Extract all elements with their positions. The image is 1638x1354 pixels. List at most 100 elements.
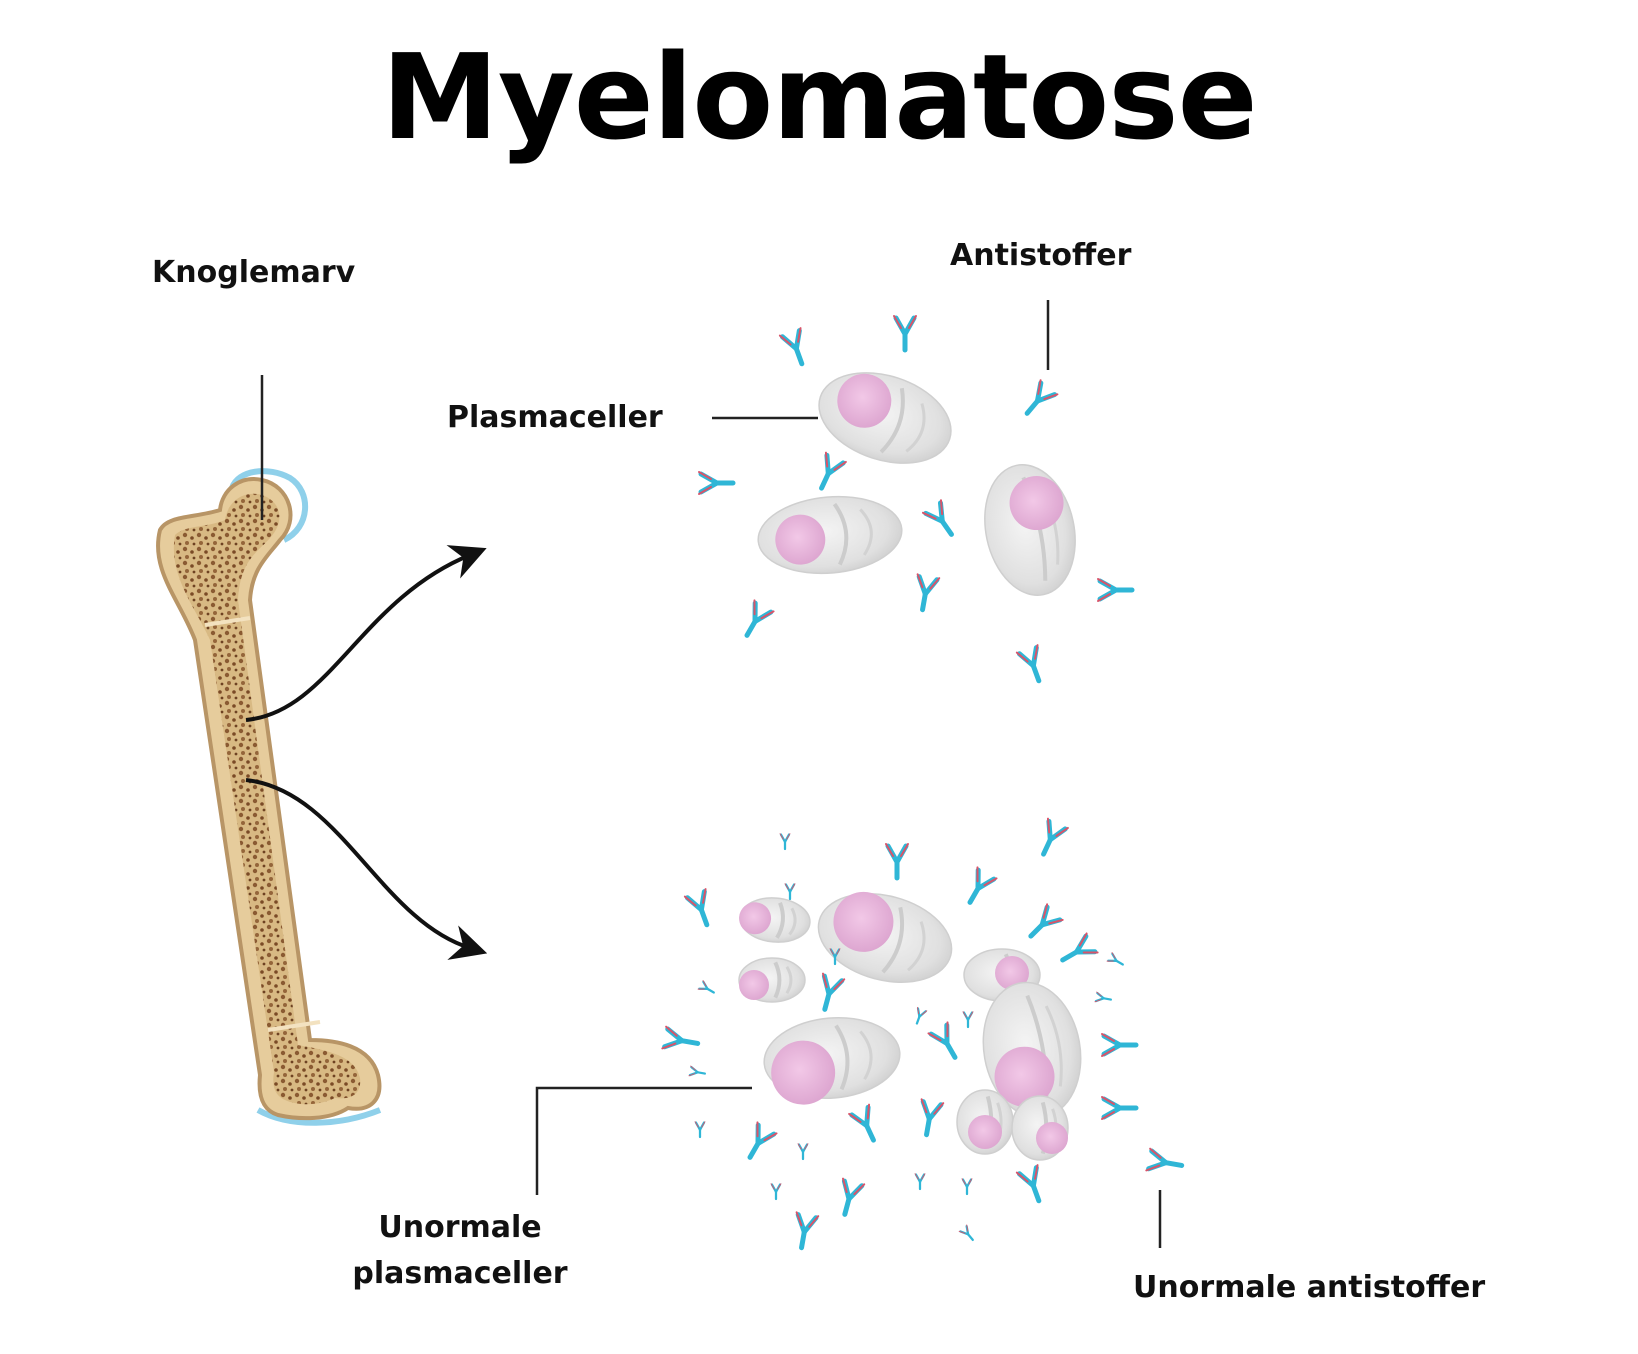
cell-shading bbox=[834, 1024, 850, 1091]
antibody-light-chain bbox=[933, 1102, 945, 1115]
antibody-light-chain bbox=[829, 948, 834, 955]
antibodies-group bbox=[661, 315, 1185, 1251]
antibody-light-chain bbox=[797, 327, 802, 343]
antibody-light-chain bbox=[866, 1103, 871, 1120]
antibody-light-chain bbox=[1078, 932, 1088, 947]
antibody-light-chain bbox=[969, 1011, 974, 1018]
antibody-stem bbox=[696, 1071, 706, 1075]
antibody-light-chain bbox=[698, 486, 712, 495]
cell-shading bbox=[881, 906, 905, 974]
small-antibody bbox=[688, 1065, 706, 1077]
antibody-light-chain bbox=[690, 1065, 696, 1071]
antibody-stem bbox=[967, 885, 981, 905]
abnormal-antibody bbox=[747, 1121, 778, 1160]
abnormal-antibody bbox=[1041, 817, 1069, 857]
antibody-stem bbox=[747, 1140, 761, 1160]
cell-nucleus bbox=[995, 956, 1029, 990]
antibody-light-chain bbox=[914, 1173, 919, 1180]
antibody-stem bbox=[799, 1229, 807, 1251]
antibody-light-chain bbox=[1042, 903, 1049, 919]
abnormal-plasma-cell bbox=[1011, 1095, 1069, 1161]
abnormal-antibody bbox=[1060, 932, 1099, 963]
antibody-light-chain bbox=[1097, 593, 1111, 602]
femur-bone-illustration bbox=[156, 468, 382, 1126]
antibody-light-chain bbox=[1082, 951, 1099, 954]
cell-shading bbox=[832, 502, 849, 566]
antibody-light-chain bbox=[804, 1143, 809, 1150]
antibody-light-chain bbox=[848, 1112, 862, 1123]
antibody-light-chain bbox=[821, 972, 828, 989]
antibody-light-chain bbox=[1037, 379, 1042, 395]
antibody-light-chain bbox=[1145, 1164, 1161, 1172]
cell-shading bbox=[879, 387, 905, 454]
small-antibody bbox=[779, 833, 791, 851]
abnormal-antibody bbox=[1101, 1033, 1139, 1057]
small-antibody bbox=[829, 948, 841, 966]
antibody-stem bbox=[939, 518, 954, 537]
cell-nucleus bbox=[968, 1115, 1002, 1149]
antibody-light-chain bbox=[702, 980, 707, 987]
antibody-stem bbox=[1041, 837, 1053, 857]
small-antibody bbox=[914, 1173, 926, 1191]
cell-nucleus bbox=[771, 1040, 836, 1105]
antibody-stem bbox=[819, 471, 831, 491]
small-antibody bbox=[784, 883, 796, 901]
antibody-light-chain bbox=[900, 843, 909, 857]
antibody bbox=[1097, 578, 1135, 602]
antibody-light-chain bbox=[939, 499, 944, 516]
page-title: Myelomatose bbox=[381, 28, 1257, 166]
antibody bbox=[1015, 644, 1042, 684]
antibody-light-chain bbox=[929, 577, 941, 590]
antibody-light-chain bbox=[1101, 1048, 1115, 1057]
antibody-stem bbox=[706, 987, 715, 994]
antibody-light-chain bbox=[786, 833, 791, 840]
abnormal-plasma-cell bbox=[738, 957, 806, 1003]
antibody-light-chain bbox=[756, 1121, 759, 1138]
antibody-light-chain bbox=[1097, 578, 1111, 587]
antibody-light-chain bbox=[694, 1121, 699, 1128]
small-antibody bbox=[961, 1178, 973, 1196]
antibody-light-chain bbox=[1034, 644, 1039, 660]
abnormal-antibody bbox=[927, 1021, 958, 1060]
antibody bbox=[893, 315, 917, 353]
cartilage-top bbox=[229, 468, 308, 543]
small-antibody bbox=[1106, 952, 1124, 966]
antibody-stem bbox=[1024, 398, 1040, 416]
label-abnormal-plasma-cells: Unormale plasmaceller bbox=[330, 1205, 590, 1297]
antibody-light-chain bbox=[968, 1178, 973, 1185]
antibody bbox=[1024, 379, 1059, 416]
antibody-stem bbox=[967, 1233, 974, 1242]
antibody bbox=[744, 599, 775, 638]
antibody-stem bbox=[1028, 922, 1045, 939]
antibody-stem bbox=[679, 1038, 701, 1046]
antibody-light-chain bbox=[927, 1032, 942, 1042]
antibody-stem bbox=[1030, 1183, 1042, 1204]
antibody-light-chain bbox=[976, 866, 979, 883]
abnormal-plasma-cell bbox=[956, 1089, 1014, 1155]
antibody-light-chain bbox=[908, 315, 917, 329]
antibody-light-chain bbox=[1094, 999, 1102, 1003]
cell-shading bbox=[785, 966, 793, 994]
abnormal-antibody bbox=[967, 866, 998, 905]
antibody bbox=[921, 499, 954, 537]
label-abnormal-plasma-cells-line1: Unormale bbox=[378, 1210, 542, 1245]
antibody-light-chain bbox=[836, 948, 841, 955]
abnormal-antibody bbox=[841, 1177, 866, 1217]
antibody-stem bbox=[1060, 949, 1080, 963]
normal-plasma-cell bbox=[818, 372, 952, 464]
antibody-light-chain bbox=[962, 1011, 967, 1018]
antibody-light-chain bbox=[797, 1143, 802, 1150]
antibody-light-chain bbox=[921, 511, 937, 520]
abnormal-antibody bbox=[1015, 1164, 1042, 1204]
antibody bbox=[819, 451, 847, 491]
antibody-light-chain bbox=[770, 1183, 775, 1190]
small-antibody bbox=[797, 1143, 809, 1161]
antibody-light-chain bbox=[1101, 1033, 1115, 1042]
abnormal-antibody bbox=[920, 1098, 945, 1138]
antibody-light-chain bbox=[961, 1178, 966, 1185]
normal-plasma-cell bbox=[984, 464, 1076, 596]
antibody-light-chain bbox=[661, 1042, 677, 1050]
antibody-light-chain bbox=[1034, 1164, 1039, 1180]
antibody-light-chain bbox=[921, 1010, 928, 1016]
